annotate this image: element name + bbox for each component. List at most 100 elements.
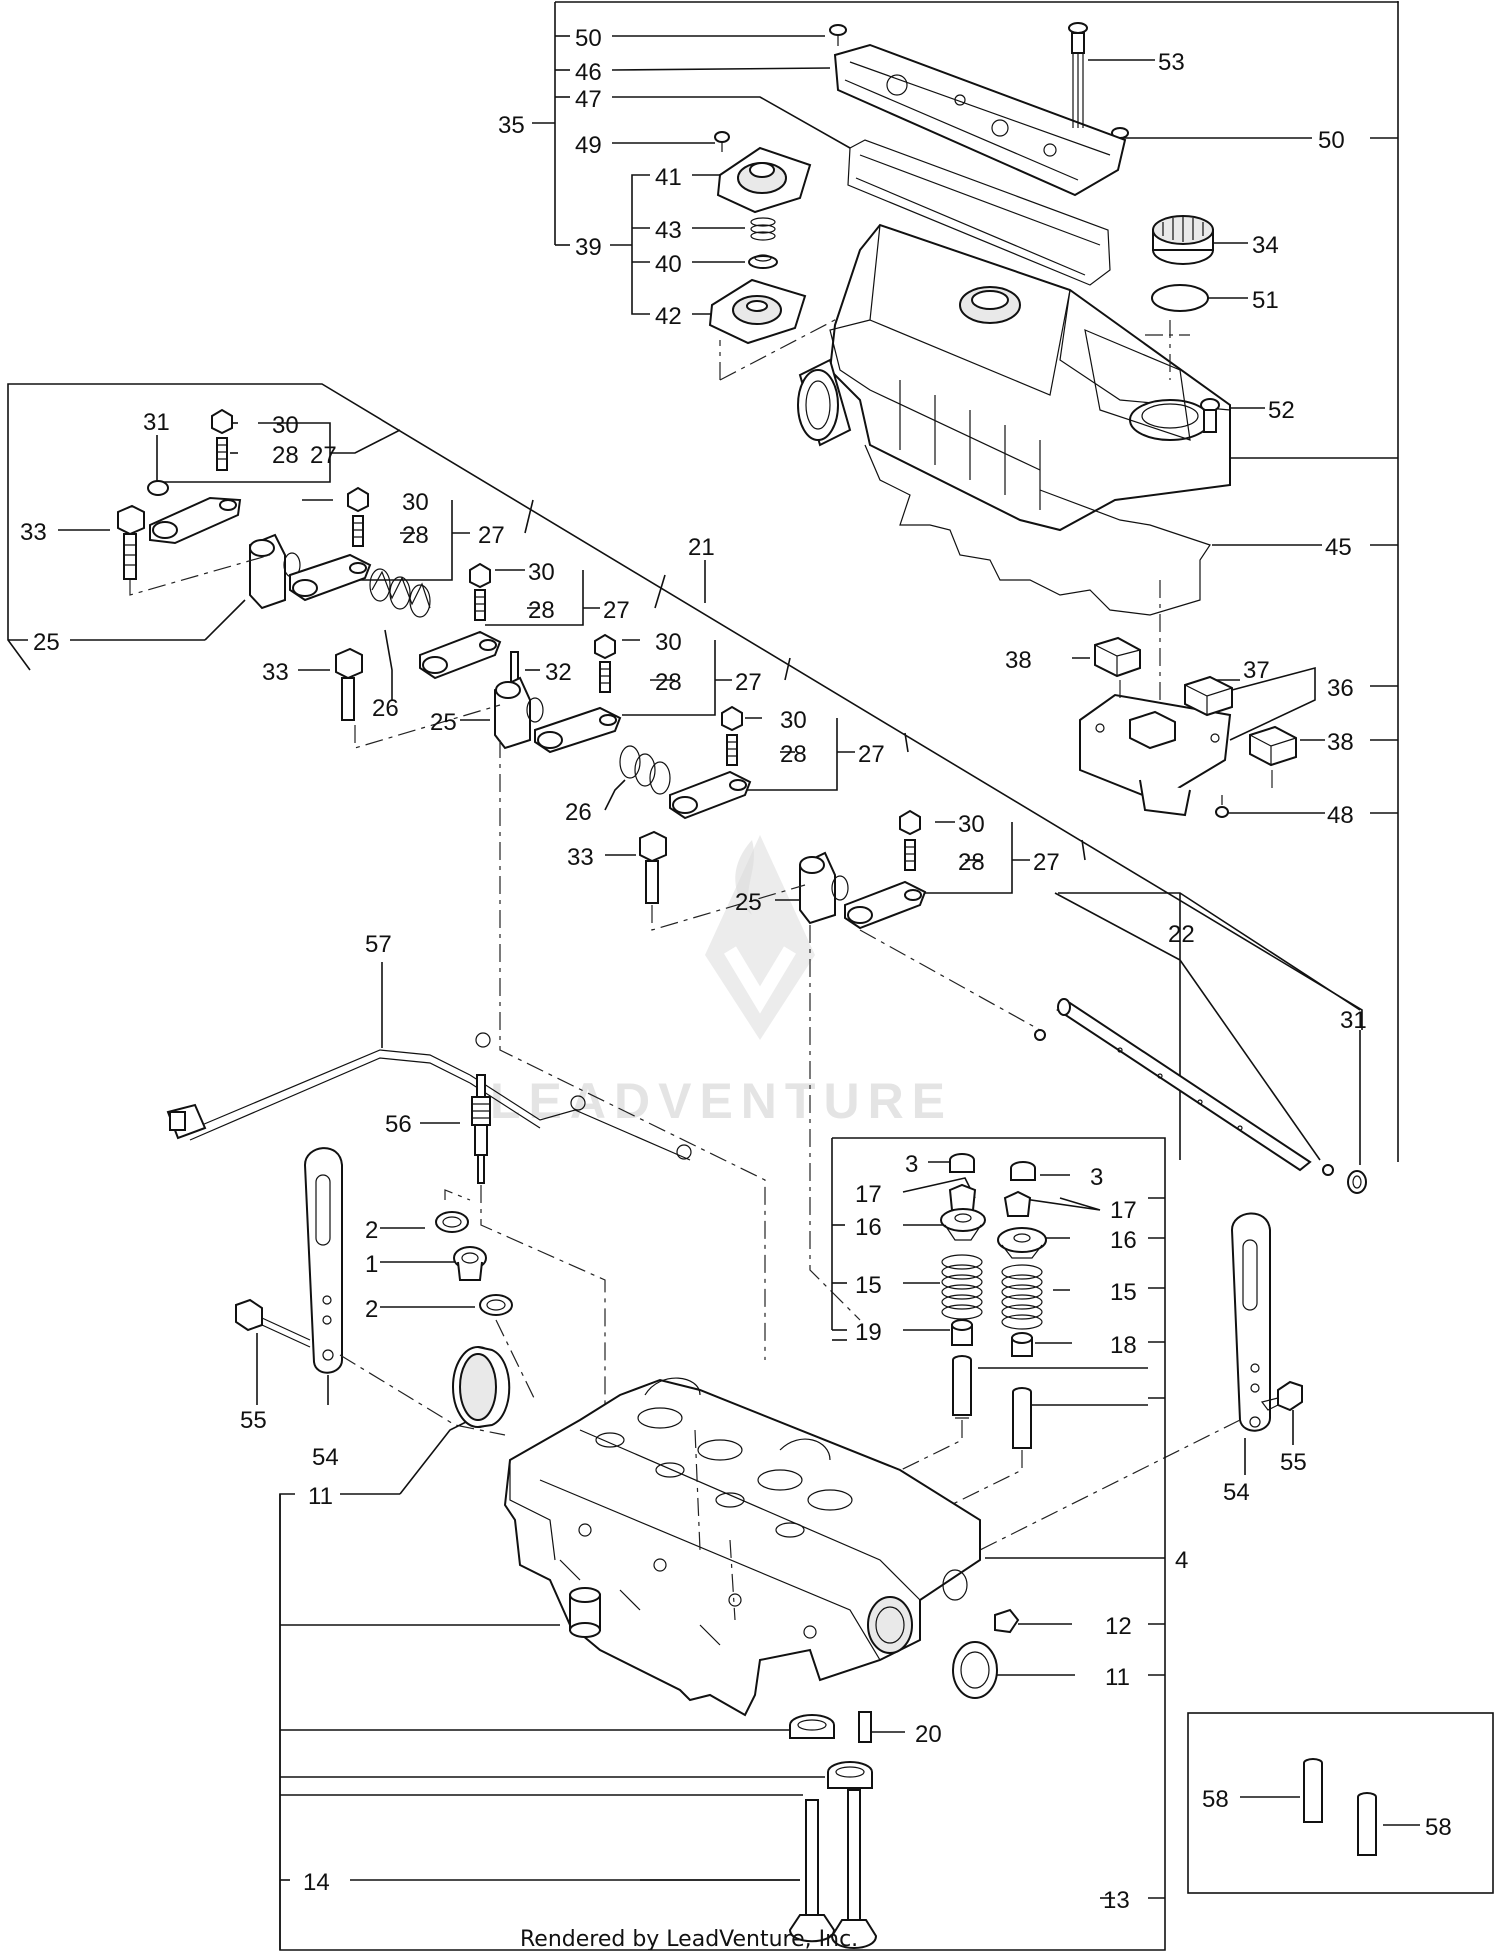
callout-2: 2: [365, 1217, 378, 1244]
callout-30-4: 30: [655, 629, 682, 656]
seal-18: [1011, 1332, 1033, 1357]
glow-plug-56: [420, 1074, 606, 1410]
gasket-45: [864, 444, 1211, 616]
valve-14: [788, 1799, 836, 1943]
callout-16-right: 16: [1110, 1227, 1137, 1254]
callout-47: 47: [575, 86, 602, 113]
callout-55: 55: [240, 1407, 267, 1434]
callout-30-3: 30: [528, 559, 555, 586]
callout-25-2: 25: [430, 709, 457, 736]
rocker-parts: [117, 408, 1367, 1360]
callout-53: 53: [1158, 49, 1185, 76]
callout-38-right: 38: [1327, 729, 1354, 756]
callout-48: 48: [1327, 802, 1354, 829]
callout-27-3: 27: [603, 597, 630, 624]
callout-40: 40: [655, 251, 682, 278]
rocker-arm-5: [669, 770, 752, 820]
valve-kit-bracket: [279, 1137, 1166, 1951]
plug-11-top: [452, 1346, 511, 1428]
callout-15: 15: [855, 1272, 882, 1299]
callout-50: 50: [575, 25, 602, 52]
callout-27-4: 27: [735, 669, 762, 696]
callout-30-2: 30: [402, 489, 429, 516]
diaphragm-base-42: [708, 278, 807, 345]
bracket-25-3: [799, 851, 849, 925]
valve-cover-group: [708, 22, 1297, 818]
callout-28-2: 28: [402, 522, 429, 549]
rocker-arm-6: [844, 880, 927, 930]
rocker-group-lines: [7, 383, 1363, 1165]
callout-21: 21: [688, 534, 715, 561]
valve-13: [830, 1789, 878, 1949]
callout-49: 49: [575, 132, 602, 159]
breather-plate-46: [833, 43, 1127, 197]
callout-42: 42: [655, 303, 682, 330]
plug-11-side: [569, 1587, 601, 1638]
callout-27-5: 27: [858, 741, 885, 768]
callout-17: 17: [855, 1181, 882, 1208]
plug-12: [994, 1608, 1020, 1634]
callout-33-3: 33: [567, 844, 594, 871]
retainer-16-left: [940, 1208, 986, 1241]
callout-11-right: 11: [1105, 1664, 1130, 1691]
callout-1: 1: [365, 1251, 378, 1278]
bolt-55-right: [959, 1380, 1303, 1561]
callout-43: 43: [655, 217, 682, 244]
bolt-33-3: [639, 830, 667, 904]
adjust-screw-28-4: [599, 661, 611, 693]
callout-30-6: 30: [958, 811, 985, 838]
callout-33: 33: [20, 519, 47, 546]
keeper-17-right: [1003, 1190, 1032, 1217]
adjust-screw-28-3: [474, 589, 486, 621]
watermark-text: LEADVENTURE: [490, 1073, 953, 1129]
bolt-52: [1200, 398, 1220, 433]
callout-25-3: 25: [735, 889, 762, 916]
retainer-16-right: [997, 1227, 1047, 1259]
valve-cover-body: [797, 223, 1231, 532]
callout-54-right: 54: [1223, 1479, 1250, 1506]
callout-3: 3: [905, 1151, 918, 1178]
adjust-screw-28-1: [216, 437, 228, 471]
rocker-arm-3: [419, 630, 502, 680]
inset-58: [1187, 1712, 1494, 1894]
harness-57: [166, 962, 692, 1161]
pad-38-right: [1249, 725, 1297, 767]
lifting-eye-54-right: [1230, 1212, 1271, 1475]
valve-train-parts: [849, 1153, 1047, 1531]
callout-45: 45: [1325, 534, 1352, 561]
rocker-arm-4: [534, 706, 622, 754]
callout-20: 20: [915, 1721, 942, 1748]
gasket-47: [847, 139, 1111, 286]
callout-28-5: 28: [780, 741, 807, 768]
callout-52: 52: [1268, 397, 1295, 424]
clip-31-1: [147, 480, 169, 496]
callout-15-right: 15: [1110, 1279, 1137, 1306]
callout-58-right: 58: [1425, 1814, 1452, 1841]
callout-31-2: 31: [1340, 1007, 1367, 1034]
callout-28-6: 28: [958, 849, 985, 876]
callout-28-3: 28: [528, 597, 555, 624]
cap-3-right: [1010, 1161, 1036, 1181]
callout-17-right: 17: [1110, 1197, 1137, 1224]
callout-37: 37: [1243, 657, 1270, 684]
seat-ring-lower-2: [827, 1761, 873, 1789]
diaphragm-40: [748, 254, 778, 269]
callout-2-lower: 2: [365, 1296, 378, 1323]
nut-30-1: [211, 408, 233, 435]
spring-26-2: [619, 745, 671, 795]
callout-22: 22: [1168, 921, 1195, 948]
adjust-screw-28-5: [726, 734, 738, 766]
callout-14: 14: [303, 1869, 330, 1896]
bolt-33-1: [117, 504, 145, 580]
nut-30-2: [347, 486, 369, 513]
rocker-shaft-22: [1034, 998, 1367, 1194]
bolt-33-2: [335, 647, 363, 721]
callout-31: 31: [143, 409, 170, 436]
cylinder-head-4: [503, 1377, 981, 1717]
callout-11: 11: [308, 1483, 333, 1510]
rocker-arm-1: [149, 496, 242, 545]
callout-32: 32: [545, 659, 572, 686]
seal-11-right: [952, 1641, 998, 1699]
adjust-screw-28-6: [904, 839, 916, 871]
nut-30-4: [594, 633, 616, 660]
